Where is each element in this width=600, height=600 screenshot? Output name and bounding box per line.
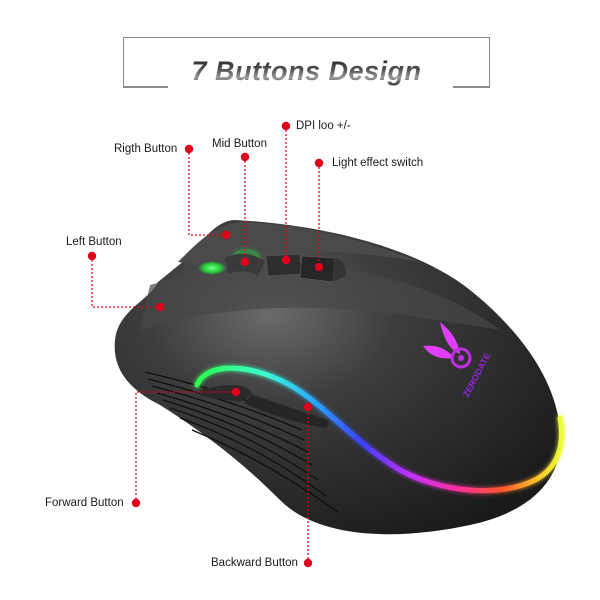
leader-lines (91, 126, 320, 563)
right-button-dot (184, 144, 194, 154)
scroll-wheel (198, 261, 226, 275)
callout-label-left-button: Left Button (66, 236, 122, 248)
light-switch-dot (314, 158, 324, 168)
title-frame-bottom-left (123, 86, 168, 88)
page-title: 7 Buttons Design (123, 56, 490, 87)
callout-label-backward-button: Backward Button (211, 557, 298, 569)
side-grip-lines (144, 371, 339, 513)
backward-button-dot (303, 558, 313, 568)
dpi-button-dot (281, 121, 291, 131)
dpi-button-target-dot (281, 255, 291, 265)
forward-button-dot (131, 498, 141, 508)
callout-label-light-effect-switch: Light effect switch (332, 157, 424, 169)
left-button-target-dot (155, 302, 165, 312)
mid-button-dot (240, 152, 250, 162)
title-frame-bottom-right (453, 86, 490, 88)
title-frame (123, 37, 490, 87)
rgb-light-strip (194, 365, 565, 494)
right-button-target-dot (221, 230, 231, 240)
left-button-shell (140, 265, 500, 330)
callout-label-right-button: Rigth Button (114, 143, 178, 155)
mid-button-target-dot (240, 257, 250, 267)
callout-label-dpi-button: DPI loo +/- (296, 120, 351, 132)
backward-button-shape (244, 395, 330, 428)
backward-button-target-dot (303, 402, 313, 412)
forward-button-target-dot (231, 387, 241, 397)
callout-dots (87, 121, 324, 568)
left-button-dot (87, 251, 97, 261)
light-switch-target-dot (314, 262, 324, 272)
callout-label-forward-button: Forward Button (45, 497, 124, 509)
callout-label-mid-button: Mid Button (212, 138, 267, 150)
